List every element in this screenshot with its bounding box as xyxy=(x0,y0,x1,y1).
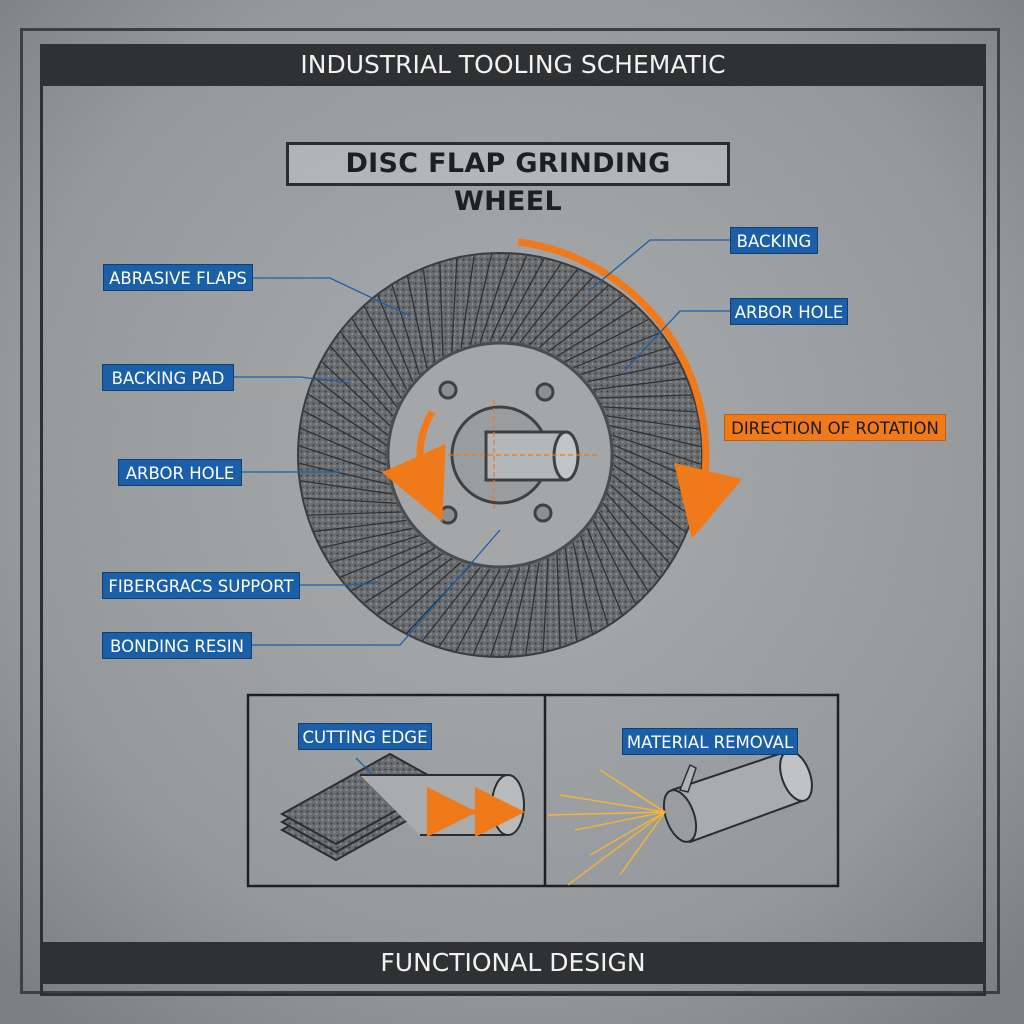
flap-edge xyxy=(455,568,501,652)
material-removal-illustration xyxy=(547,750,813,886)
flap-edge xyxy=(611,474,686,533)
flap-edge xyxy=(469,254,493,346)
flap-edge xyxy=(525,562,540,655)
flap-edge xyxy=(438,568,491,647)
flap-edge xyxy=(609,424,701,448)
flap-edge xyxy=(598,511,649,592)
flap-edge xyxy=(363,553,444,604)
flap-edge xyxy=(472,568,511,655)
flap-edge xyxy=(340,541,427,578)
flap-edge xyxy=(556,553,561,647)
flap-edge xyxy=(603,406,697,413)
flap-edge xyxy=(547,295,624,353)
flap-edge xyxy=(422,566,481,641)
flap-edge xyxy=(351,318,402,399)
flap-edge xyxy=(609,484,679,549)
label-fibergracs-support: FIBERGRACS SUPPORT xyxy=(102,572,300,599)
flap-edge xyxy=(580,346,670,376)
flap-edge xyxy=(592,520,637,604)
label-backing-pad: BACKING PAD xyxy=(102,364,234,391)
flap-edge xyxy=(602,502,660,579)
flap-edge xyxy=(451,258,458,352)
flap-edge xyxy=(556,306,637,357)
flap-edge xyxy=(330,534,420,564)
flap-edge xyxy=(565,318,649,363)
diagram-title: DISC FLAP GRINDING WHEEL xyxy=(286,142,730,217)
flap-edge xyxy=(499,258,545,342)
flap-edge xyxy=(490,567,521,656)
flap-edge xyxy=(507,564,531,656)
flap-edge xyxy=(607,415,700,430)
outer-frame xyxy=(20,28,1000,994)
header-title: INDUSTRIAL TOOLING SCHEMATIC xyxy=(40,44,986,86)
flap-edge xyxy=(340,331,398,408)
label-arbor-hole-left: ARBOR HOLE xyxy=(118,459,242,486)
flap-edge xyxy=(572,542,594,634)
flap-edge xyxy=(299,462,391,486)
label-arbor-hole-right: ARBOR HOLE xyxy=(730,298,848,325)
flap-edge xyxy=(300,427,387,466)
label-abrasive-flaps: ABRASIVE FLAPS xyxy=(103,264,253,291)
flap-edge xyxy=(406,276,428,368)
flap-edge xyxy=(303,497,397,504)
flap-edge xyxy=(314,519,407,533)
flap-edge xyxy=(303,410,387,456)
sparks xyxy=(547,769,666,886)
flap-edge xyxy=(538,285,609,349)
inner-rotation-arrow xyxy=(381,410,446,522)
flap-edge xyxy=(321,361,391,426)
flap-edge xyxy=(529,276,594,346)
leader-lines xyxy=(232,239,732,646)
flap-edge xyxy=(439,263,444,357)
label-backing: BACKING xyxy=(730,227,818,254)
label-material-removal: MATERIAL REMOVAL xyxy=(622,728,798,755)
flap-edge xyxy=(489,255,528,342)
flap-edge xyxy=(376,557,453,615)
flap-edge xyxy=(300,480,393,495)
flap-edge xyxy=(586,528,623,615)
flap-edge xyxy=(598,394,692,399)
flap-edge xyxy=(321,527,413,549)
flap-edge xyxy=(579,535,609,625)
flap-edge xyxy=(606,493,670,564)
footer-title: FUNCTIONAL DESIGN xyxy=(40,942,986,984)
cutting-edge-illustration xyxy=(279,752,525,862)
flap-edge xyxy=(314,377,389,436)
flap-edge xyxy=(330,346,394,417)
label-direction-of-rotation: DIRECTION OF ROTATION xyxy=(724,414,946,441)
flap-edge xyxy=(573,332,660,369)
detail-panels xyxy=(246,693,840,888)
flap-edge xyxy=(519,269,578,344)
flap-edge xyxy=(460,255,475,348)
flap-edge xyxy=(299,445,388,476)
outer-rotation-arrow xyxy=(517,238,743,540)
label-cutting-edge: CUTTING EDGE xyxy=(298,723,432,750)
flap-edge xyxy=(479,254,510,343)
flap-edge xyxy=(391,285,421,375)
flap-edge xyxy=(564,548,578,641)
flap-edge xyxy=(363,306,408,390)
flap-edge xyxy=(509,263,562,342)
flap-edge xyxy=(422,269,436,362)
flap-edge xyxy=(612,434,701,465)
flap-edge xyxy=(391,561,462,625)
flap-edge xyxy=(542,558,549,652)
flap-edge xyxy=(593,377,686,391)
flap-edge xyxy=(587,361,679,383)
flap-edge xyxy=(377,295,414,382)
flap-edge xyxy=(308,393,387,446)
arbor-hub xyxy=(440,400,600,510)
label-bonding-resin: BONDING RESIN xyxy=(102,632,252,659)
